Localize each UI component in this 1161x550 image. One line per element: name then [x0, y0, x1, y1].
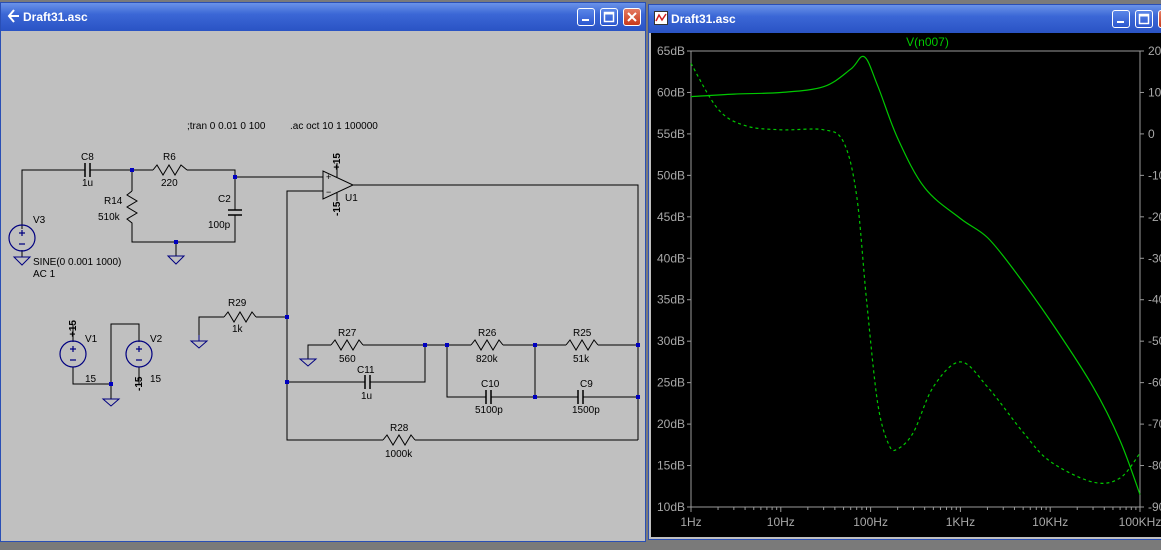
y-tick-label: 60dB — [657, 85, 685, 99]
ac-directive[interactable]: .ac oct 10 1 100000 — [290, 121, 378, 132]
y-tick-label: 55dB — [657, 127, 685, 141]
r6-name: R6 — [163, 152, 176, 163]
tran-directive[interactable]: ;tran 0 0.01 0 100 — [187, 121, 266, 132]
c8-name: C8 — [81, 152, 94, 163]
y-tick-label: 10dB — [657, 500, 685, 514]
v1-name: V1 — [85, 334, 98, 345]
v1-value: 15 — [85, 374, 97, 385]
v2-net: -15 — [134, 376, 145, 391]
wires — [21, 169, 639, 441]
r26-name: R26 — [478, 328, 497, 339]
phase-trace — [690, 63, 1141, 484]
maximize-button[interactable] — [1135, 10, 1153, 28]
r28-name: R28 — [390, 423, 409, 434]
r27-value: 560 — [339, 354, 356, 365]
y2-tick-label: 0 — [1148, 127, 1155, 141]
c8-value: 1u — [82, 178, 93, 189]
x-tick-label: 10Hz — [767, 515, 795, 529]
u1-vminus: -15 — [332, 201, 343, 216]
c9-value: 1500p — [572, 405, 600, 416]
waveform-titlebar[interactable]: Draft31.asc — [649, 5, 1161, 33]
x-tick-label: 1Hz — [680, 515, 701, 529]
y-tick-label: 35dB — [657, 293, 685, 307]
schematic-window[interactable]: Draft31.asc — [0, 2, 646, 542]
v1-net: +15 — [68, 320, 79, 337]
plot-frame — [690, 50, 1141, 508]
close-button[interactable] — [1158, 10, 1161, 28]
opamp-symbol: + − — [322, 163, 355, 201]
plot-pane[interactable]: V(n007) 10dB 15dB 20dB 25dB 30dB 35dB 40dB 45dB 5… — [651, 33, 1161, 537]
u1-vplus: +15 — [332, 153, 343, 170]
y2-tick-label: -90 — [1148, 500, 1161, 514]
r14-value: 510k — [98, 212, 121, 223]
c2-value: 100p — [208, 220, 231, 231]
r25-name: R25 — [573, 328, 592, 339]
c10-name: C10 — [481, 379, 500, 390]
y2-tick-label: -80 — [1148, 459, 1161, 473]
y2-tick-label: -40 — [1148, 293, 1161, 307]
close-button[interactable] — [623, 8, 641, 26]
magnitude-trace — [690, 55, 1141, 495]
c11-name: C11 — [357, 365, 375, 376]
voltage-sources — [8, 224, 153, 368]
trace-label: V(n007) — [906, 35, 949, 49]
capacitors — [81, 163, 586, 404]
y2-tick-label: -50 — [1148, 334, 1161, 348]
y-tick-label: 40dB — [657, 251, 685, 265]
ltspice-schematic-icon — [7, 9, 19, 23]
x-tick-label: 10KHz — [1032, 515, 1068, 529]
c10-value: 5100p — [475, 405, 503, 416]
y-tick-label: 50dB — [657, 168, 685, 182]
v2-value: 15 — [150, 374, 162, 385]
maximize-button[interactable] — [600, 8, 618, 26]
u1-name: U1 — [345, 193, 358, 204]
v3-ac: AC 1 — [33, 269, 56, 280]
x-tick-label: 100KHz — [1119, 515, 1161, 529]
junction-dots — [109, 168, 640, 399]
x-tick-label: 1KHz — [946, 515, 975, 529]
minimize-button[interactable] — [577, 8, 595, 26]
y-tick-label: 15dB — [657, 459, 685, 473]
schematic-titlebar[interactable]: Draft31.asc — [1, 3, 645, 31]
bode-plot[interactable]: V(n007) 10dB 15dB 20dB 25dB 30dB 35dB 40dB 45dB 5… — [651, 33, 1161, 537]
y2-tick-label: -30 — [1148, 251, 1161, 265]
svg-text:+: + — [326, 172, 331, 182]
y-tick-label: 25dB — [657, 376, 685, 390]
r25-value: 51k — [573, 354, 590, 365]
waveform-window[interactable]: Draft31.asc V(n007) 10dB 15dB 20dB 25dB 30dB 3… — [648, 4, 1161, 540]
r14-name: R14 — [104, 196, 123, 207]
y2-tick-label: -70 — [1148, 417, 1161, 431]
window-title: Draft31.asc — [23, 10, 88, 24]
r28-value: 1000k — [385, 449, 413, 460]
y-tick-label: 20dB — [657, 417, 685, 431]
r6-value: 220 — [161, 178, 178, 189]
c11-value: 1u — [361, 391, 372, 402]
y-tick-label: 65dB — [657, 44, 685, 58]
r29-value: 1k — [232, 324, 244, 335]
v3-name: V3 — [33, 215, 46, 226]
c2-name: C2 — [218, 194, 231, 205]
r29-name: R29 — [228, 298, 247, 309]
c9-name: C9 — [580, 379, 593, 390]
y2-tick-label: -60 — [1148, 376, 1161, 390]
ground-symbols — [12, 255, 318, 407]
v3-value: SINE(0 0.001 1000) — [33, 257, 121, 268]
y2-tick-label: -20 — [1148, 210, 1161, 224]
resistors — [126, 164, 599, 446]
window-title: Draft31.asc — [671, 12, 736, 26]
y-tick-label: 45dB — [657, 210, 685, 224]
minimize-button[interactable] — [1112, 10, 1130, 28]
schematic-canvas[interactable]: + − — [1, 31, 645, 541]
y-tick-label: 30dB — [657, 334, 685, 348]
r27-name: R27 — [338, 328, 357, 339]
v2-name: V2 — [150, 334, 163, 345]
y2-tick-label: 20 — [1148, 44, 1161, 58]
r26-value: 820k — [476, 354, 499, 365]
waveform-viewer-icon — [654, 11, 668, 25]
svg-text:−: − — [326, 187, 331, 197]
x-tick-label: 100Hz — [853, 515, 888, 529]
y2-tick-label: 10 — [1148, 85, 1161, 99]
y2-tick-label: -10 — [1148, 168, 1161, 182]
